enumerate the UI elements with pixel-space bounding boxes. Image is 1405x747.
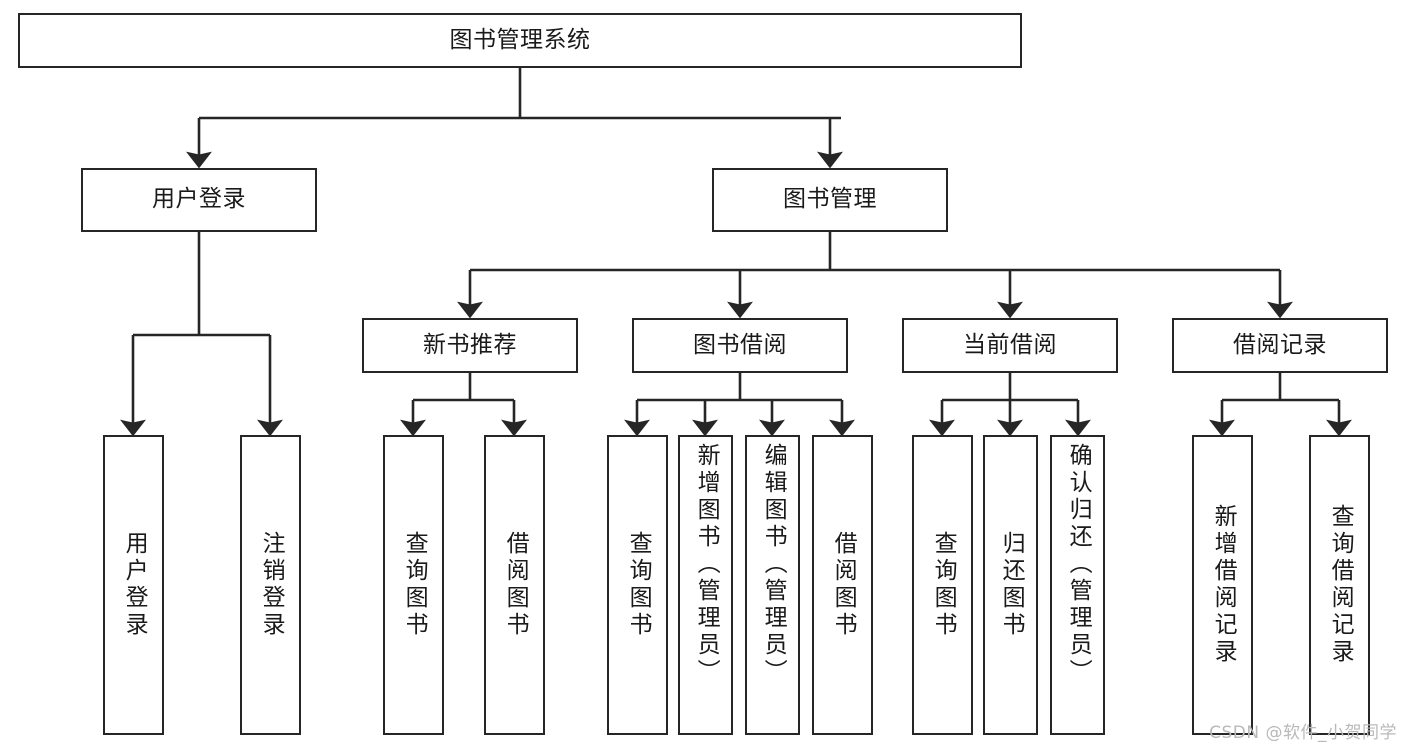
node-user-login[interactable]: 用户登录 [81,168,317,232]
node-label: 当前借阅 [963,331,1057,358]
node-leaf-query-book-borrow[interactable]: 查询图书 [607,435,668,735]
node-label: 新增图书（管理员） [693,443,720,686]
node-label: 用户登录 [121,531,148,639]
node-leaf-borrow-book-borrow[interactable]: 借阅图书 [812,435,873,735]
node-label: 用户登录 [152,186,246,213]
node-label: 查询借阅记录 [1327,504,1354,666]
node-leaf-borrow-book-recommend[interactable]: 借阅图书 [484,435,545,735]
node-label: 注销登录 [258,531,285,639]
node-leaf-logout-login[interactable]: 注销登录 [240,435,301,735]
node-label: 查询图书 [401,531,428,639]
node-leaf-edit-book[interactable]: 编辑图书（管理员） [745,435,800,735]
node-label: 确认归还（管理员） [1065,443,1092,686]
node-current-borrow[interactable]: 当前借阅 [902,318,1118,373]
node-book-borrow[interactable]: 图书借阅 [632,318,848,373]
node-leaf-add-book[interactable]: 新增图书（管理员） [678,435,733,735]
node-leaf-return-book[interactable]: 归还图书 [983,435,1038,735]
node-leaf-query-book-recommend[interactable]: 查询图书 [383,435,444,735]
node-label: 新书推荐 [423,331,517,358]
node-label: 借阅记录 [1233,331,1327,358]
node-book-management[interactable]: 图书管理 [712,168,948,232]
node-label: 编辑图书（管理员） [760,443,787,686]
node-label: 借阅图书 [502,531,529,639]
node-label: 查询图书 [625,531,652,639]
node-label: 借阅图书 [830,531,857,639]
node-new-book-recommend[interactable]: 新书推荐 [362,318,578,373]
node-borrow-record[interactable]: 借阅记录 [1172,318,1388,373]
node-label: 图书管理 [783,186,877,213]
node-leaf-add-borrow-record[interactable]: 新增借阅记录 [1192,435,1253,735]
node-label: 归还图书 [998,531,1025,639]
csdn-watermark: CSDN @软件_小贺同学 [1209,723,1397,743]
node-label: 图书管理系统 [449,26,591,53]
node-leaf-user-login[interactable]: 用户登录 [103,435,164,735]
node-leaf-confirm-return[interactable]: 确认归还（管理员） [1050,435,1105,735]
node-leaf-query-borrow-record[interactable]: 查询借阅记录 [1309,435,1370,735]
node-label: 图书借阅 [693,331,787,358]
node-label: 新增借阅记录 [1210,504,1237,666]
node-root-book-management-system[interactable]: 图书管理系统 [18,13,1022,68]
node-leaf-query-book-current[interactable]: 查询图书 [912,435,973,735]
node-label: 查询图书 [930,531,957,639]
